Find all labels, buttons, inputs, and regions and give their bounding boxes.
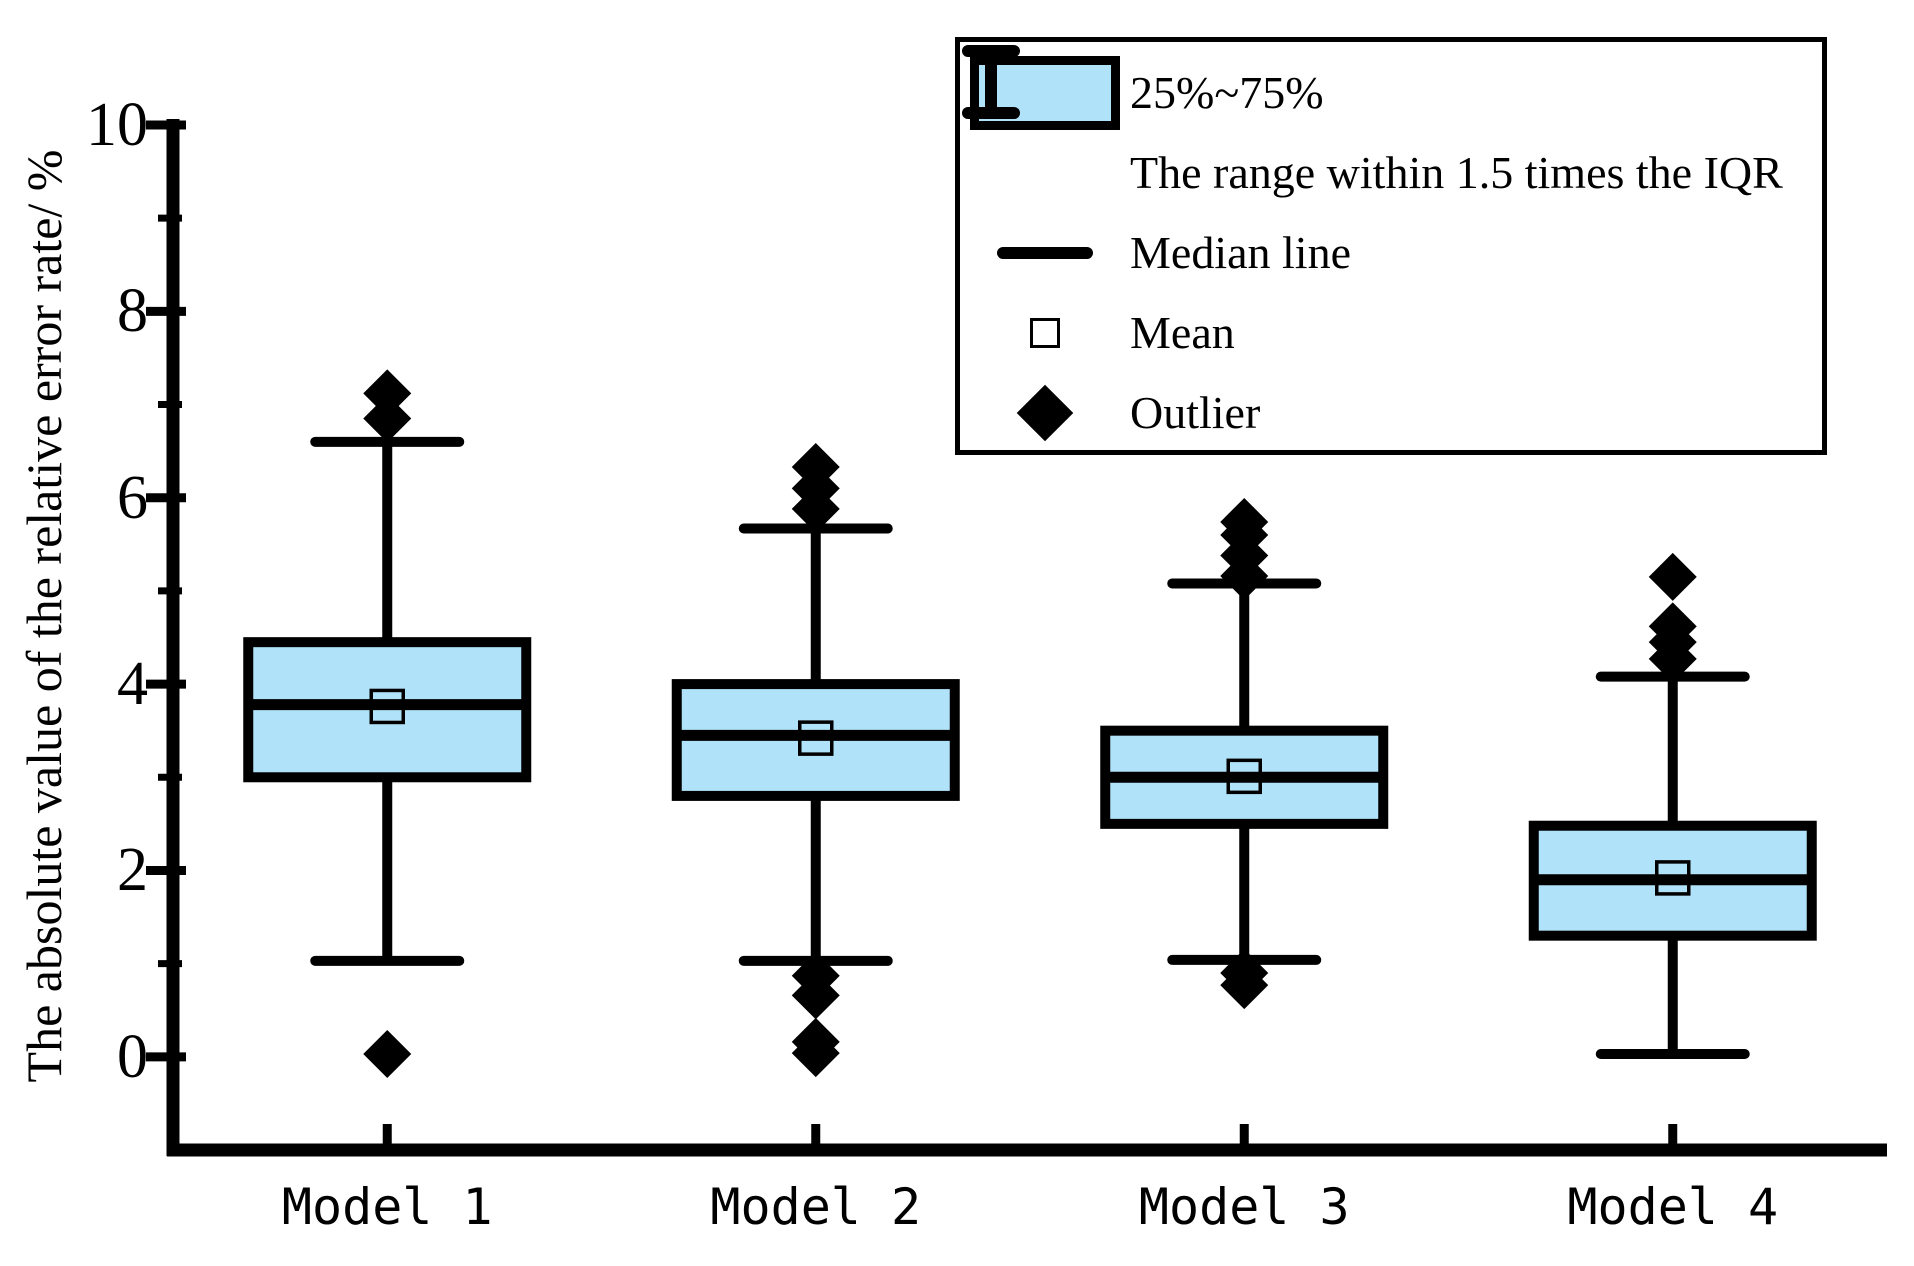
mean-square-icon — [1030, 318, 1060, 348]
outlier-diamond-icon — [1016, 384, 1074, 442]
legend-item-iqr: 25%~75% — [960, 53, 1822, 133]
legend-label: The range within 1.5 times the IQR — [1130, 147, 1783, 198]
y-tick-label: 10 — [86, 91, 148, 159]
model-1-outlier-diamond — [363, 1030, 412, 1079]
x-category-label-model-2: Model 2 — [710, 1178, 922, 1236]
model-2-outlier-diamond — [791, 1029, 840, 1078]
whisker-range-icon — [962, 45, 1020, 119]
model-1-outlier-diamond — [363, 369, 412, 418]
y-tick-label: 0 — [117, 1022, 148, 1091]
model-4-outlier-diamond — [1648, 634, 1697, 683]
x-category-label-model-4: Model 4 — [1567, 1178, 1779, 1236]
model-1-mean-marker — [369, 688, 405, 725]
y-tick-label: 2 — [117, 836, 148, 905]
x-category-label-model-3: Model 3 — [1138, 1178, 1350, 1236]
median-line-icon — [997, 247, 1093, 259]
legend-label: 25%~75% — [1130, 67, 1324, 118]
legend-item-median: Median line — [960, 213, 1822, 293]
model-4-outlier-diamond — [1648, 552, 1697, 601]
model-3-mean-marker — [1226, 758, 1262, 795]
legend-label: Median line — [1130, 227, 1351, 278]
legend-item-mean: Mean — [960, 293, 1822, 373]
y-tick-label: 8 — [117, 277, 148, 346]
legend-item-whisker-range: The range within 1.5 times the IQR — [960, 45, 1822, 213]
model-4-mean-marker — [1655, 860, 1691, 896]
legend-label: Outlier — [1130, 387, 1261, 438]
y-tick-label: 4 — [117, 650, 148, 719]
legend-item-outlier: Outlier — [960, 373, 1822, 453]
model-1-outlier-diamond — [363, 394, 412, 443]
legend-box: 25%~75% The range within 1.5 times the I… — [955, 37, 1827, 455]
legend-label: Mean — [1130, 307, 1235, 358]
y-tick-label: 6 — [117, 463, 148, 532]
model-2-outlier-diamond — [791, 971, 840, 1020]
model-2-outlier-diamond — [791, 484, 840, 533]
model-3-outlier-diamond — [1220, 961, 1269, 1010]
model-3-outlier-diamond — [1220, 552, 1269, 600]
model-2-mean-marker — [798, 720, 834, 756]
x-category-label-model-1: Model 1 — [281, 1178, 493, 1236]
